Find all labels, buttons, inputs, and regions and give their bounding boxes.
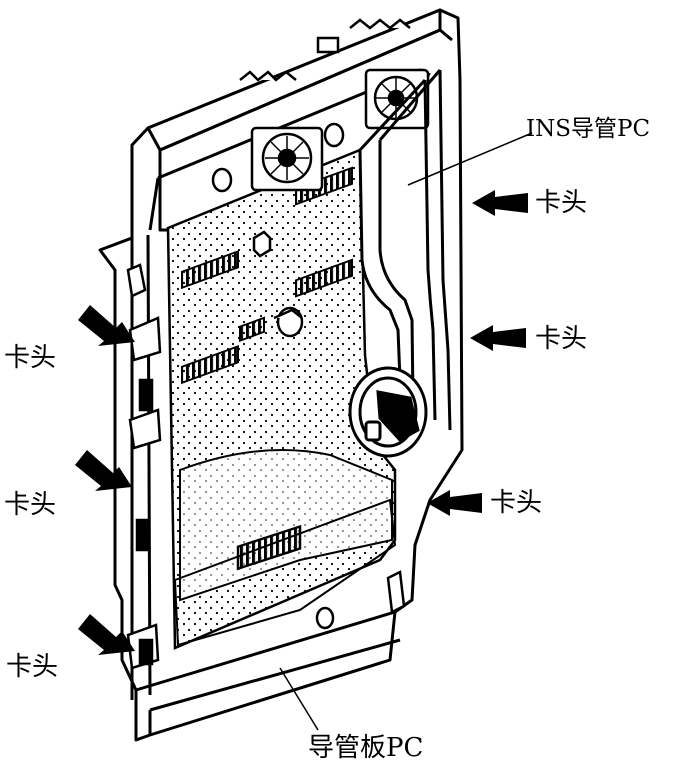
arrow-right-low: [427, 490, 482, 516]
arrow-right-mid: [470, 325, 526, 351]
ins-duct: [358, 69, 452, 431]
arrow-right-top: [472, 190, 528, 216]
label-clip-left-top: 卡头: [4, 343, 57, 373]
bosses: [211, 122, 345, 630]
label-clip-right-mid: 卡头: [535, 324, 588, 354]
label-ins-duct: INS导管PC: [526, 116, 651, 142]
leader-ins-duct: [407, 132, 533, 186]
leader-lines: [279, 132, 533, 731]
label-clip-right-low: 卡头: [490, 488, 543, 518]
top-connectors: [239, 18, 411, 82]
leader-duct-plate: [279, 667, 319, 731]
bottom-tray: [173, 498, 397, 647]
label-clip-right-top: 卡头: [535, 188, 588, 218]
round-port: [348, 366, 428, 458]
left-rail-clips: [126, 263, 406, 670]
label-duct-plate: 导管板PC: [308, 733, 424, 763]
clip-arrows: [75, 190, 528, 655]
arrow-left-low: [78, 614, 135, 655]
arrow-left-mid: [75, 450, 132, 491]
fan-left: [250, 126, 324, 192]
label-clip-left-mid: 卡头: [4, 490, 57, 520]
arrow-left-top: [78, 305, 135, 346]
label-clip-left-low: 卡头: [6, 652, 59, 682]
vent-slots: [181, 166, 353, 385]
